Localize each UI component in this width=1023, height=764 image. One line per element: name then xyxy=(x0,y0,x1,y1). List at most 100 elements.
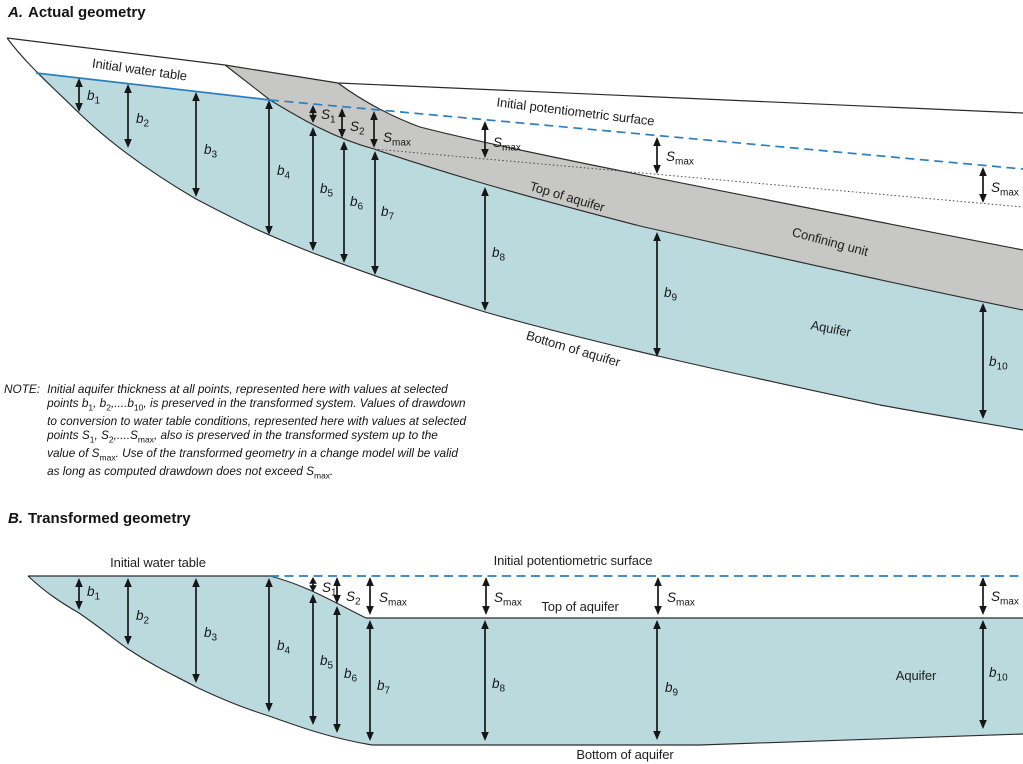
dimension-b7: b7 xyxy=(366,620,391,741)
confining-unit-region xyxy=(225,65,1023,310)
arrowhead-icon xyxy=(979,577,987,586)
dimension-b1: b1 xyxy=(75,78,101,112)
aquifer-region-a xyxy=(36,73,1023,430)
label-initial-water-table-a: Initial water table xyxy=(91,55,188,83)
arrowhead-icon xyxy=(371,266,379,275)
arrowhead-icon xyxy=(481,302,489,311)
dim-label-b3: b3 xyxy=(204,142,218,161)
dimension-b2: b2 xyxy=(124,84,150,148)
arrowhead-icon xyxy=(979,194,987,203)
dim-label-Smax: Smax xyxy=(991,180,1019,199)
arrowhead-icon xyxy=(309,585,317,592)
dimension-b7: b7 xyxy=(371,151,395,275)
dimension-b4: b4 xyxy=(265,100,291,235)
arrowhead-icon xyxy=(309,127,317,136)
arrowhead-icon xyxy=(309,594,317,603)
arrowhead-icon xyxy=(265,578,273,587)
dimension-S1: S1 xyxy=(309,105,336,126)
arrowhead-icon xyxy=(371,151,379,160)
note-prefix: NOTE: xyxy=(4,382,41,396)
note-line: points b1, b2,....b10, is preserved in t… xyxy=(47,395,466,413)
dim-label-S2: S2 xyxy=(350,119,365,138)
arrowhead-icon xyxy=(979,606,987,615)
dimension-b4: b4 xyxy=(265,578,291,712)
dim-label-S2: S2 xyxy=(346,589,361,608)
dimension-b10: b10 xyxy=(979,620,1008,729)
drawdown-curve-b xyxy=(269,575,367,619)
dimension-b5: b5 xyxy=(309,127,334,251)
dimension-Smax: Smax xyxy=(654,577,695,615)
arrowhead-icon xyxy=(75,103,83,112)
arrowhead-icon xyxy=(75,578,83,587)
dimension-S1: S1 xyxy=(309,577,337,599)
dimension-b9: b9 xyxy=(653,232,678,357)
dim-label-b2: b2 xyxy=(136,608,150,627)
arrowhead-icon xyxy=(654,606,662,615)
dim-label-b2: b2 xyxy=(136,111,150,130)
arrowhead-icon xyxy=(482,577,490,586)
arrowhead-icon xyxy=(309,716,317,725)
dim-label-b9: b9 xyxy=(665,680,679,699)
arrowhead-icon xyxy=(265,100,273,109)
note-line: value of Smax. Use of the transformed ge… xyxy=(47,445,458,463)
arrowhead-icon xyxy=(653,137,661,146)
arrowhead-icon xyxy=(309,105,317,114)
dim-label-b1: b1 xyxy=(87,88,101,107)
dim-label-Smax: Smax xyxy=(383,130,411,149)
aquifer-region-b xyxy=(28,576,1023,745)
arrowhead-icon xyxy=(333,724,341,733)
dimension-Smax: Smax xyxy=(979,167,1019,203)
arrowhead-icon xyxy=(309,577,317,584)
note-line: Initial aquifer thickness at all points,… xyxy=(47,382,448,396)
arrowhead-icon xyxy=(309,114,317,123)
potentiometric-surface-dashed-line-a xyxy=(269,99,1023,170)
confining-top-line xyxy=(337,82,1023,251)
arrowhead-icon xyxy=(75,601,83,610)
arrowhead-icon xyxy=(265,226,273,235)
dimension-b9: b9 xyxy=(653,620,679,740)
arrowhead-icon xyxy=(124,84,132,93)
arrowhead-icon xyxy=(653,348,661,357)
note-line: to conversion to water table conditions,… xyxy=(47,413,467,428)
label-aquifer-b: Aquifer xyxy=(896,668,937,683)
dimension-b5: b5 xyxy=(309,594,334,725)
arrowhead-icon xyxy=(340,141,348,150)
initial-water-table-line-a xyxy=(35,72,271,101)
arrowhead-icon xyxy=(340,254,348,263)
arrowhead-icon xyxy=(192,674,200,683)
dimension-b10: b10 xyxy=(979,303,1008,419)
dimension-b6: b6 xyxy=(333,606,358,733)
dim-label-b8: b8 xyxy=(492,245,506,264)
dim-label-b7: b7 xyxy=(381,204,395,223)
dimension-b8: b8 xyxy=(481,187,506,311)
arrowhead-icon xyxy=(979,720,987,729)
dimension-S2: S2 xyxy=(333,577,361,608)
bottom-of-aquifer-line-b xyxy=(27,575,1023,746)
dim-label-b7: b7 xyxy=(377,678,391,697)
land-surface-line xyxy=(6,37,1023,114)
note-block: NOTE: Initial aquifer thickness at all p… xyxy=(4,382,467,483)
bottom-of-aquifer-line-a xyxy=(6,37,1023,431)
arrowhead-icon xyxy=(481,732,489,741)
dim-label-Smax: Smax xyxy=(494,590,522,609)
panel-a: Initial water table Initial potentiometr… xyxy=(6,37,1023,431)
dimension-b8: b8 xyxy=(481,620,506,741)
panel-a-letter: A. xyxy=(8,4,23,21)
dim-label-Smax: Smax xyxy=(666,149,694,168)
arrowhead-icon xyxy=(309,242,317,251)
dim-label-S1: S1 xyxy=(321,107,336,126)
label-initial-water-table-b: Initial water table xyxy=(110,555,206,570)
dim-label-Smax: Smax xyxy=(493,135,521,154)
arrowhead-icon xyxy=(338,108,346,117)
dim-label-b10: b10 xyxy=(989,665,1008,684)
dimension-Smax: Smax xyxy=(366,577,407,615)
arrowhead-icon xyxy=(192,92,200,101)
arrowhead-icon xyxy=(366,732,374,741)
dimension-b6: b6 xyxy=(340,141,364,263)
arrowhead-icon xyxy=(481,149,489,158)
dim-label-b6: b6 xyxy=(350,194,364,213)
arrowhead-icon xyxy=(333,606,341,615)
